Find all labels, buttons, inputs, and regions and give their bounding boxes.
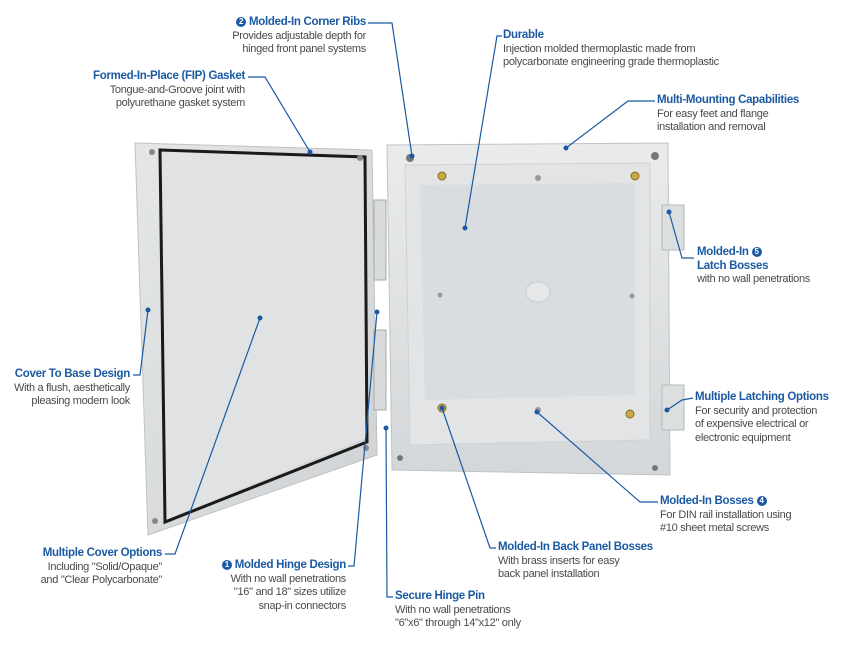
callout-back-panel: Molded-In Back Panel Bosses With brass i…: [498, 541, 653, 582]
callout-cover-base: Cover To Base Design With a flush, aesth…: [14, 368, 130, 409]
callout-title: Multiple Cover Options: [42, 547, 163, 559]
callout-desc: For DIN rail installation using: [660, 508, 792, 521]
callout-title: Secure Hinge Pin: [395, 590, 485, 602]
callout-title: Molded-In Corner Ribs: [248, 16, 366, 28]
callout-corner-ribs: 2 Molded-In Corner Ribs Provides adjusta…: [232, 16, 366, 57]
callout-desc: With a flush, aesthetically: [13, 381, 130, 394]
callout-latch-bosses: Molded-In 5 Latch Bosses with no wall pe…: [697, 246, 810, 287]
base-box: [386, 142, 685, 476]
callout-durable: Durable Injection molded thermoplastic m…: [503, 29, 719, 70]
callout-title: Molded-In: [697, 246, 749, 258]
callout-desc: installation and removal: [657, 121, 766, 133]
callout-mounting: Multi-Mounting Capabilities For easy fee…: [657, 94, 799, 135]
callout-desc: snap-in connectors: [258, 599, 346, 612]
callout-desc: back panel installation: [498, 568, 600, 580]
gasket: [158, 148, 369, 525]
callout-bosses: Molded-In Bosses 4 For DIN rail installa…: [660, 495, 792, 536]
callout-cover-options: Multiple Cover Options Including "Solid/…: [40, 547, 163, 588]
cover: [134, 142, 378, 536]
callout-desc: With no wall penetrations: [395, 603, 511, 616]
callout-title: Multi-Mounting Capabilities: [657, 94, 800, 106]
number-badge: 5: [751, 247, 762, 257]
number-badge: 2: [236, 17, 247, 27]
callout-hinge-pin: Secure Hinge Pin With no wall penetratio…: [395, 590, 521, 631]
callout-desc: Provides adjustable depth for: [232, 29, 366, 42]
hinge: [373, 199, 387, 411]
callout-title: Molded-In Back Panel Bosses: [498, 541, 653, 553]
callout-desc: #10 sheet metal screws: [660, 522, 769, 534]
callout-title: Molded-In Bosses: [660, 495, 754, 507]
callout-latching: Multiple Latching Options For security a…: [695, 391, 829, 445]
callout-desc: For security and protection: [695, 404, 818, 417]
callout-title: Formed-In-Place (FIP) Gasket: [93, 70, 245, 82]
callout-gasket: Formed-In-Place (FIP) Gasket Tongue-and-…: [93, 70, 245, 111]
callout-desc: With no wall penetrations: [230, 572, 347, 585]
callout-desc: Injection molded thermoplastic made from: [503, 42, 696, 55]
callout-desc: For easy feet and flange: [657, 107, 769, 120]
callout-desc: electronic equipment: [695, 431, 791, 444]
callout-desc: polyurethane gasket system: [115, 97, 245, 109]
callout-title: Multiple Latching Options: [695, 391, 829, 403]
callout-desc: polycarbonate engineering grade thermopl…: [503, 56, 719, 68]
callout-dots: [145, 145, 672, 431]
callout-desc: with no wall penetrations: [697, 273, 810, 285]
number-badge: 4: [756, 496, 767, 506]
callout-desc: hinged front panel systems: [242, 43, 366, 55]
callout-desc: and "Clear Polycarbonate": [40, 574, 163, 586]
callout-desc: With brass inserts for easy: [498, 554, 620, 567]
callout-hinge-design: 1 Molded Hinge Design With no wall penet…: [221, 559, 347, 613]
number-badge: 1: [221, 560, 232, 570]
leader-lines: [133, 22, 694, 598]
callout-desc: "6"x6" through 14"x12" only: [395, 617, 521, 629]
callout-title: Latch Bosses: [697, 259, 769, 272]
callout-desc: "16" and 18" sizes utilize: [233, 586, 346, 598]
callout-title: Cover To Base Design: [14, 368, 131, 380]
callout-title: Durable: [503, 29, 544, 41]
callout-desc: Tongue-and-Groove joint with: [109, 83, 246, 96]
callout-desc: Including "Solid/Opaque": [47, 560, 163, 573]
callout-desc: of expensive electrical or: [695, 418, 809, 430]
callout-desc: pleasing modern look: [31, 395, 130, 407]
callout-title: Molded Hinge Design: [234, 559, 347, 571]
